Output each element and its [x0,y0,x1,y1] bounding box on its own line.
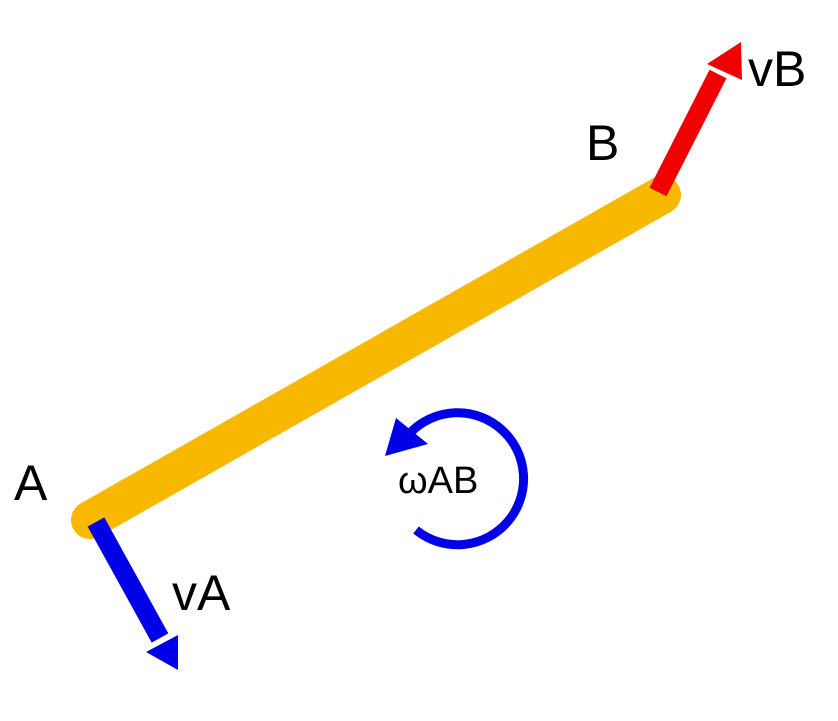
point-a-label: A [14,455,48,511]
angular-velocity-label: ωAB [398,460,478,502]
bar-ab [71,176,681,539]
angular-velocity-arrowhead [385,418,428,456]
angular-velocity-arrow [385,408,529,550]
velocity-arrow-b [649,42,742,197]
velocity-arrow-a [87,517,178,670]
velocity-arrow-a-shaft [87,517,169,643]
angular-velocity-arc [406,408,529,550]
velocity-b-label: vB [748,41,806,97]
velocity-arrow-b-head [707,42,742,80]
velocity-arrow-b-shaft [649,69,727,197]
velocity-a-label: vA [172,565,231,621]
point-b-label: B [586,115,619,171]
velocity-arrow-a-head [146,635,178,670]
